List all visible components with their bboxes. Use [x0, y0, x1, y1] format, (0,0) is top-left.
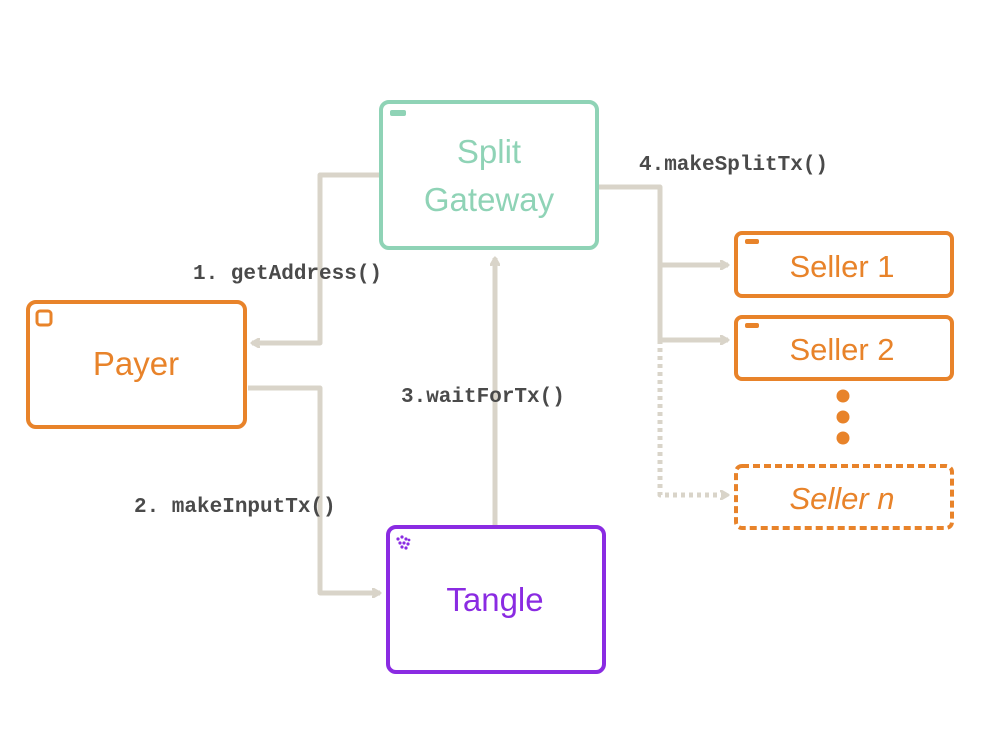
- edge-label-make-input-tx: 2. makeInputTx(): [134, 496, 336, 519]
- node-split-gateway: Split Gateway: [379, 100, 599, 250]
- seller-2-label: Seller 2: [789, 332, 894, 367]
- edge-label-get-address: 1. getAddress(): [193, 263, 382, 286]
- node-seller-2: Seller 2: [734, 315, 954, 381]
- arrow-make-split-tx-trunk: [598, 184, 663, 340]
- component-icon: [390, 110, 406, 116]
- node-seller-n: Seller n: [734, 464, 954, 530]
- node-tangle: Tangle: [386, 525, 606, 674]
- node-payer: Payer: [26, 300, 247, 429]
- tangle-label: Tangle: [446, 581, 543, 618]
- node-seller-1: Seller 1: [734, 231, 954, 298]
- component-icon: [745, 239, 759, 244]
- seller-1-label: Seller 1: [789, 249, 894, 284]
- arrow-get-address: [252, 172, 380, 343]
- payer-label: Payer: [93, 345, 179, 382]
- split-gateway-label-line2: Gateway: [424, 181, 555, 218]
- edge-label-make-split-tx: 4.makeSplitTx(): [639, 154, 828, 177]
- edge-label-wait-for-tx: 3.waitForTx(): [401, 386, 565, 409]
- component-icon: [35, 309, 53, 327]
- connectors: [248, 172, 728, 593]
- arrow-make-input-tx: [248, 385, 380, 593]
- component-icon: [745, 323, 759, 328]
- seller-n-label: Seller n: [789, 481, 894, 516]
- more-sellers-ellipsis: [836, 389, 850, 445]
- split-gateway-label-line1: Split: [457, 133, 521, 170]
- arrow-to-seller-n: [657, 340, 728, 495]
- iota-logo-icon: [396, 535, 411, 550]
